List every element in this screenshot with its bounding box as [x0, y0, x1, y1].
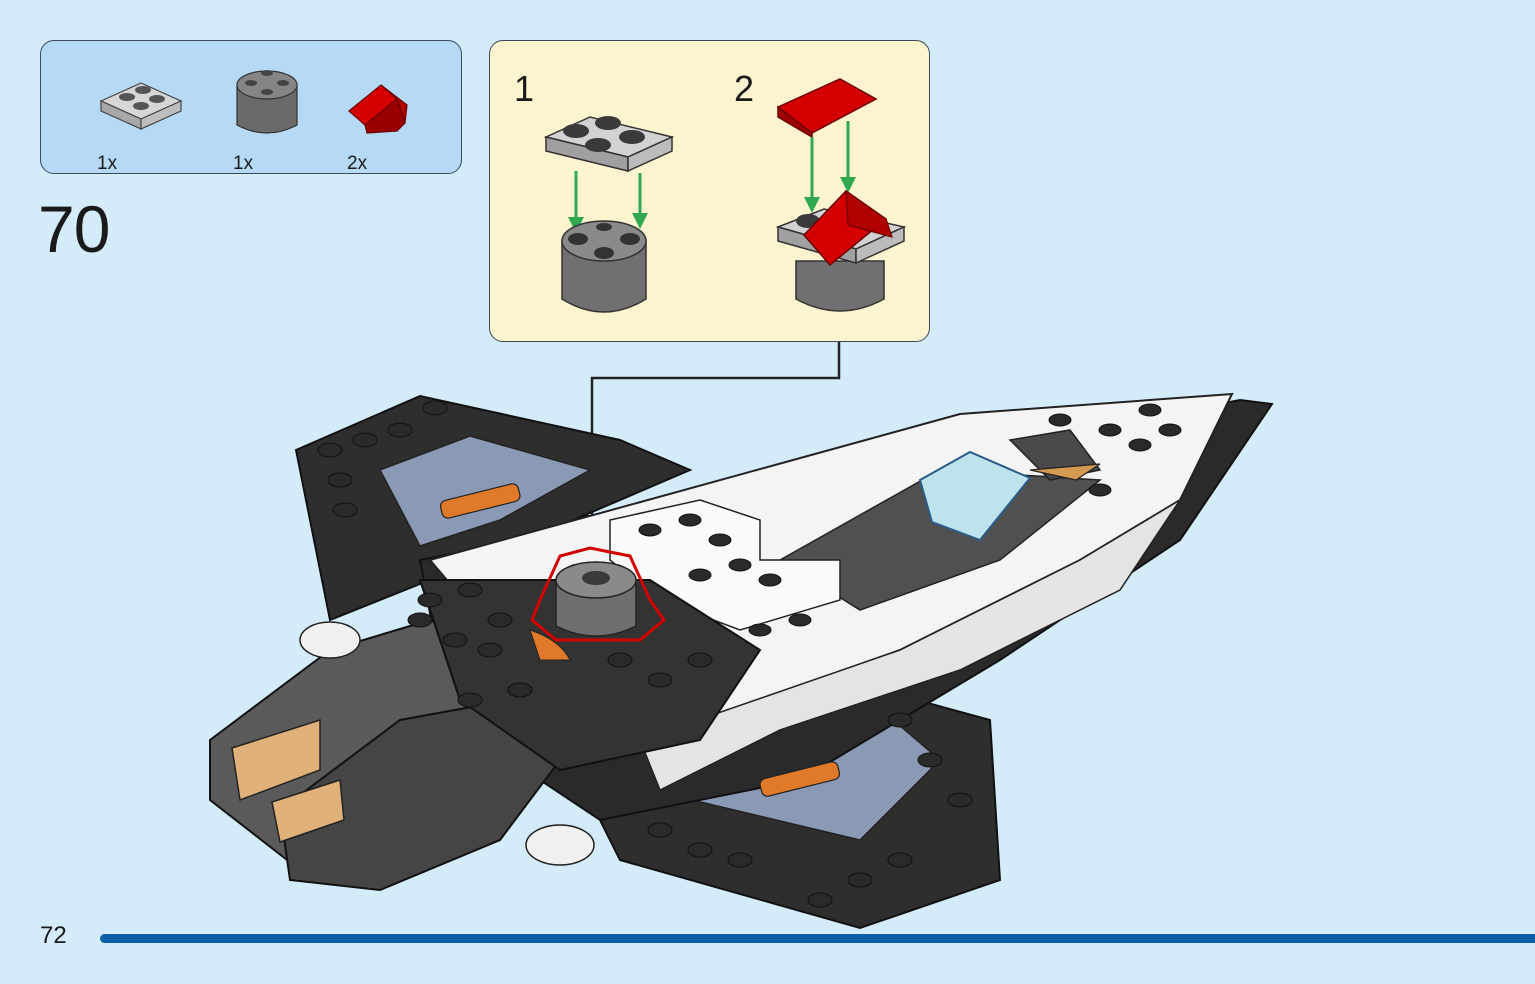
part-qty: 1x: [233, 153, 254, 174]
part-qty: 2x: [347, 153, 368, 174]
parts-list-box: 1x 1x 2x: [40, 40, 462, 174]
lower-wing: [578, 688, 1002, 930]
callout-line: [590, 342, 841, 528]
upper-wing: [294, 394, 693, 622]
engine-pod-left: [209, 618, 562, 871]
substep-illustrations: [543, 78, 907, 313]
round-brick-icon: [236, 70, 298, 134]
gray-plate-icon: [99, 82, 183, 130]
center-deck: [418, 579, 762, 772]
substep-2-illustration: [775, 78, 907, 312]
round-brick-placed: [555, 579, 637, 637]
substep-label-1: 1: [514, 68, 535, 109]
white-hull: [428, 392, 1234, 742]
substep-1-illustration: [543, 116, 675, 313]
page-number: 72: [40, 922, 67, 949]
part-red-slope: 2x: [347, 61, 447, 174]
page-bar: [100, 934, 1535, 943]
studs: [317, 400, 1182, 908]
substep-box: 1 2: [489, 40, 930, 342]
engine-pod-right: [278, 698, 562, 892]
cockpit-glass: [918, 450, 1032, 542]
substep-label-2: 2: [734, 68, 755, 109]
step-number: 70: [38, 192, 110, 266]
callout-arrowhead: [578, 515, 606, 545]
cockpit-recess: [778, 469, 1102, 611]
part-gray-plate: 1x: [97, 61, 197, 174]
part-round-brick: 1x: [233, 61, 333, 174]
fuselage-underside: [418, 398, 1274, 822]
engine-exhaust: [231, 718, 321, 802]
white-block: [609, 499, 841, 631]
new-part-highlight: [530, 546, 667, 642]
upper-wing-panel: [378, 435, 592, 547]
part-qty: 1x: [97, 153, 118, 174]
lower-wing-panel: [647, 699, 942, 841]
red-slope-icon: [348, 84, 408, 134]
